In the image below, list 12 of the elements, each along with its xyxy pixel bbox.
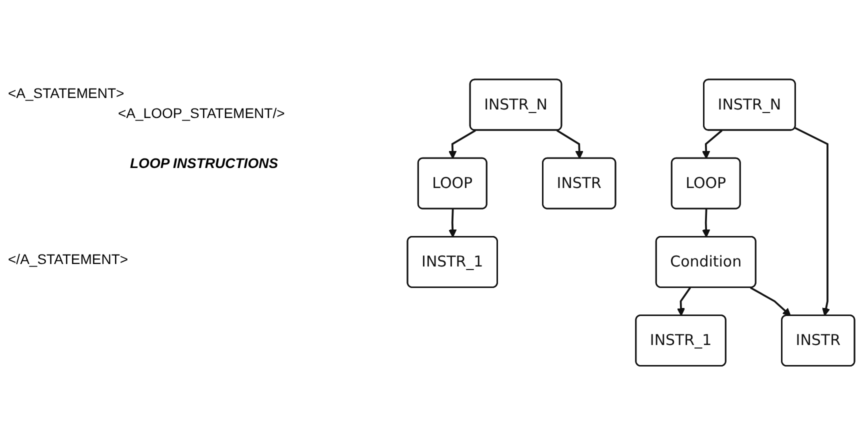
arrow (794, 126, 830, 316)
code-line: </A_STATEMENT> (8, 251, 130, 267)
arrow (676, 287, 691, 316)
heading-text: LOOP INSTRUCTIONS (130, 155, 280, 171)
arrow (750, 286, 791, 316)
code-line: <A_LOOP_STATEMENT/> (118, 105, 286, 121)
arrow (702, 130, 722, 159)
arrow (448, 208, 457, 238)
arrow (556, 130, 584, 159)
code-line: <A_STATEMENT> (8, 85, 126, 101)
arrow (448, 130, 476, 159)
arrow (702, 208, 710, 238)
